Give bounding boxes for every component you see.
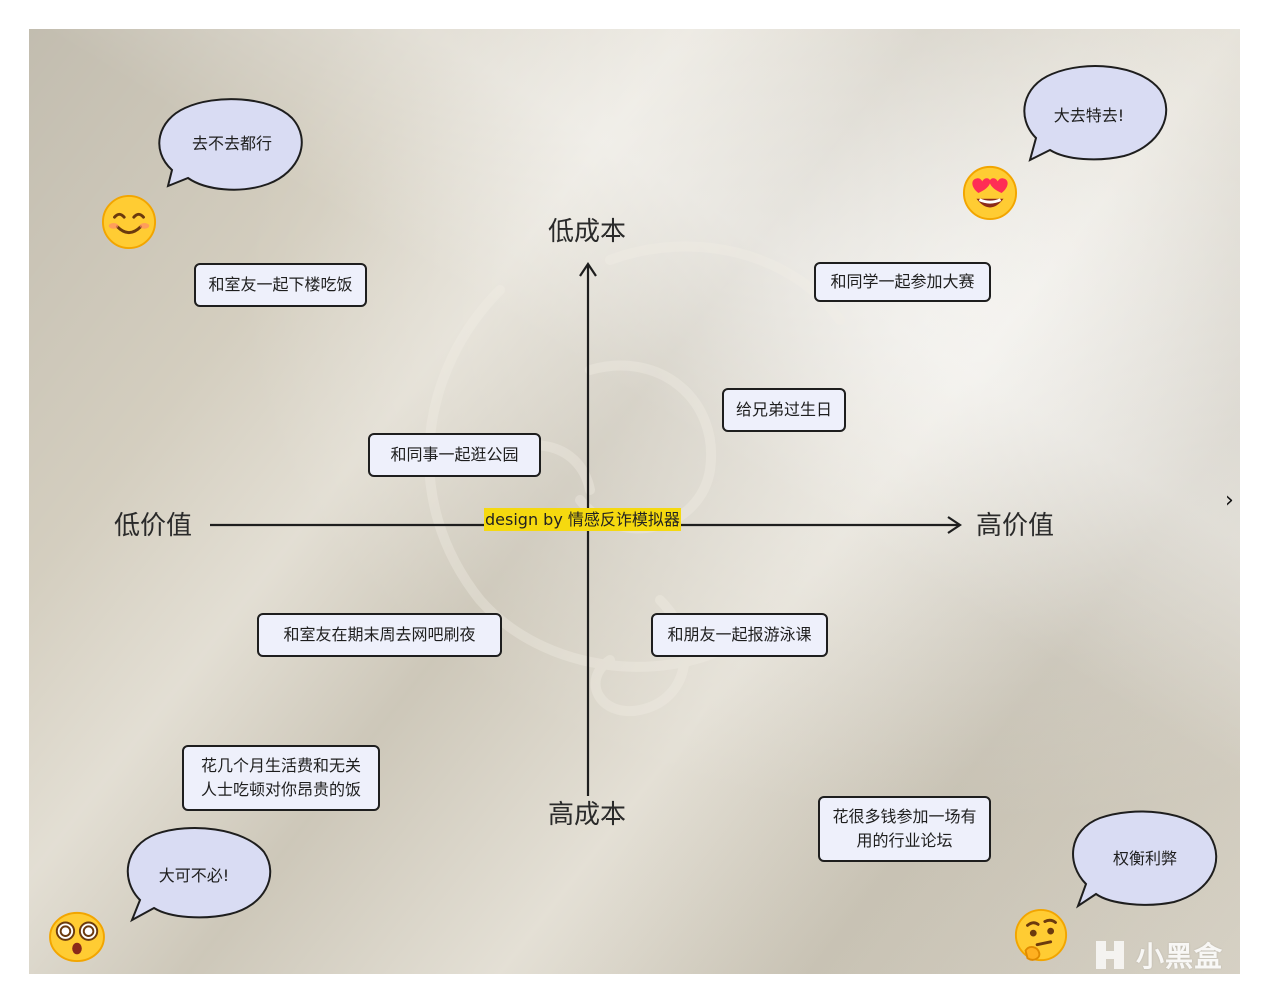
bubble-text-top-right: 大去特去! <box>1053 106 1125 125</box>
bubble-text-bottom-left: 大可不必! <box>158 866 230 885</box>
xiaoheihe-logo-icon <box>1096 941 1124 969</box>
item-node[interactable]: 和同学一起参加大赛 <box>814 262 991 302</box>
brand-watermark: 小黑盒 <box>1090 935 1223 975</box>
item-node[interactable]: 给兄弟过生日 <box>722 388 846 432</box>
axis-label-low-value: 低价值 <box>114 511 193 541</box>
item-node[interactable]: 花很多钱参加一场有 用的行业论坛 <box>818 796 991 862</box>
smiling-face-icon <box>101 194 157 250</box>
item-node[interactable]: 花几个月生活费和无关 人士吃顿对你昂贵的饭 <box>182 745 380 811</box>
item-node[interactable]: 和朋友一起报游泳课 <box>651 613 828 657</box>
axis-label-high-cost: 高成本 <box>548 800 627 830</box>
thinking-face-icon <box>1014 908 1068 962</box>
item-node[interactable]: 和室友一起下楼吃饭 <box>194 263 367 307</box>
axis-label-high-value: 高价值 <box>976 511 1055 541</box>
heart-eyes-face-icon <box>962 165 1018 220</box>
background-emblem <box>424 241 845 717</box>
brand-text: 小黑盒 <box>1136 940 1224 973</box>
dizzy-face-icon <box>49 911 105 962</box>
bubble-text-bottom-right: 权衡利弊 <box>1112 849 1178 868</box>
item-node[interactable]: 和室友在期末周去网吧刷夜 <box>257 613 502 657</box>
design-credit: design by 情感反诈模拟器 <box>484 508 681 531</box>
chevron-right-icon[interactable]: › <box>1225 488 1234 513</box>
axis-label-low-cost: 低成本 <box>548 217 627 247</box>
item-node[interactable]: 和同事一起逛公园 <box>368 433 541 477</box>
bubble-text-top-left: 去不去都行 <box>191 134 273 153</box>
